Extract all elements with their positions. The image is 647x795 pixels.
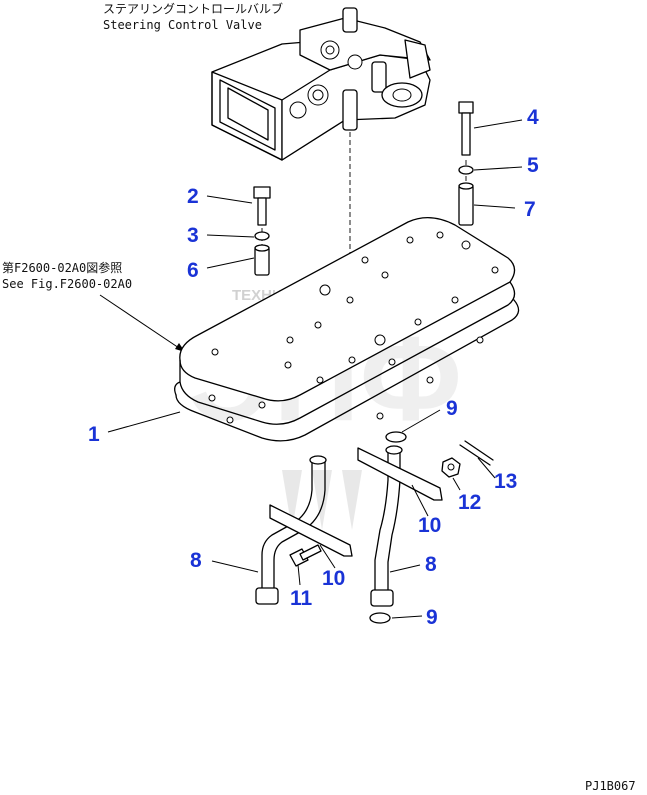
drawing-number: PJ1B067: [585, 779, 636, 793]
callout-13: 13: [494, 470, 517, 493]
callout-8-left: 8: [190, 549, 202, 572]
pipe-part-8-right: [370, 445, 403, 607]
reference-en: See Fig.F2600-02A0: [2, 277, 132, 291]
leader-lines: [107, 119, 523, 619]
o-ring-part-9-bottom: [369, 612, 391, 624]
bolt-part-2: [253, 186, 271, 226]
steering-control-valve: [211, 7, 431, 161]
callout-10-left: 10: [322, 567, 345, 590]
valve-title-en: Steering Control Valve: [103, 18, 262, 32]
bolt-part-11: [289, 544, 322, 567]
nut-part-12: [441, 457, 461, 478]
reference-leader: [99, 294, 186, 353]
clamp-part-10-right: [357, 447, 443, 501]
callout-3: 3: [187, 224, 199, 247]
reference-jp: 第F2600-02A0図参照: [2, 260, 122, 275]
spacer-part-7: [458, 182, 474, 226]
callout-9-bottom: 9: [426, 606, 438, 629]
callout-1: 1: [88, 423, 100, 446]
callout-9-top: 9: [446, 397, 458, 420]
spacer-part-6: [254, 244, 270, 276]
callout-8-right: 8: [425, 553, 437, 576]
watermark-wheat-icon: [282, 470, 362, 530]
pipe-part-8-left: [255, 455, 327, 605]
callout-2: 2: [187, 185, 199, 208]
clamp-part-10-left: [269, 504, 353, 557]
washer-part-3: [254, 231, 270, 241]
callout-4: 4: [527, 106, 539, 129]
callout-10-right: 10: [418, 514, 441, 537]
callout-5: 5: [527, 154, 539, 177]
o-ring-part-9-top: [385, 431, 407, 443]
plate-part-1: [174, 217, 520, 442]
bolt-part-4: [458, 101, 474, 156]
valve-title-jp: ステアリングコントロールバルブ: [103, 1, 283, 16]
callout-12: 12: [458, 491, 481, 514]
callout-6: 6: [187, 259, 199, 282]
callout-11: 11: [290, 587, 313, 610]
washer-part-5: [458, 165, 474, 175]
pin-part-13: [459, 440, 494, 466]
callouts: 1 2 3 6 4 5 7 8 8 9 9 10 10 11 12 13: [88, 106, 539, 629]
callout-7: 7: [524, 198, 536, 221]
